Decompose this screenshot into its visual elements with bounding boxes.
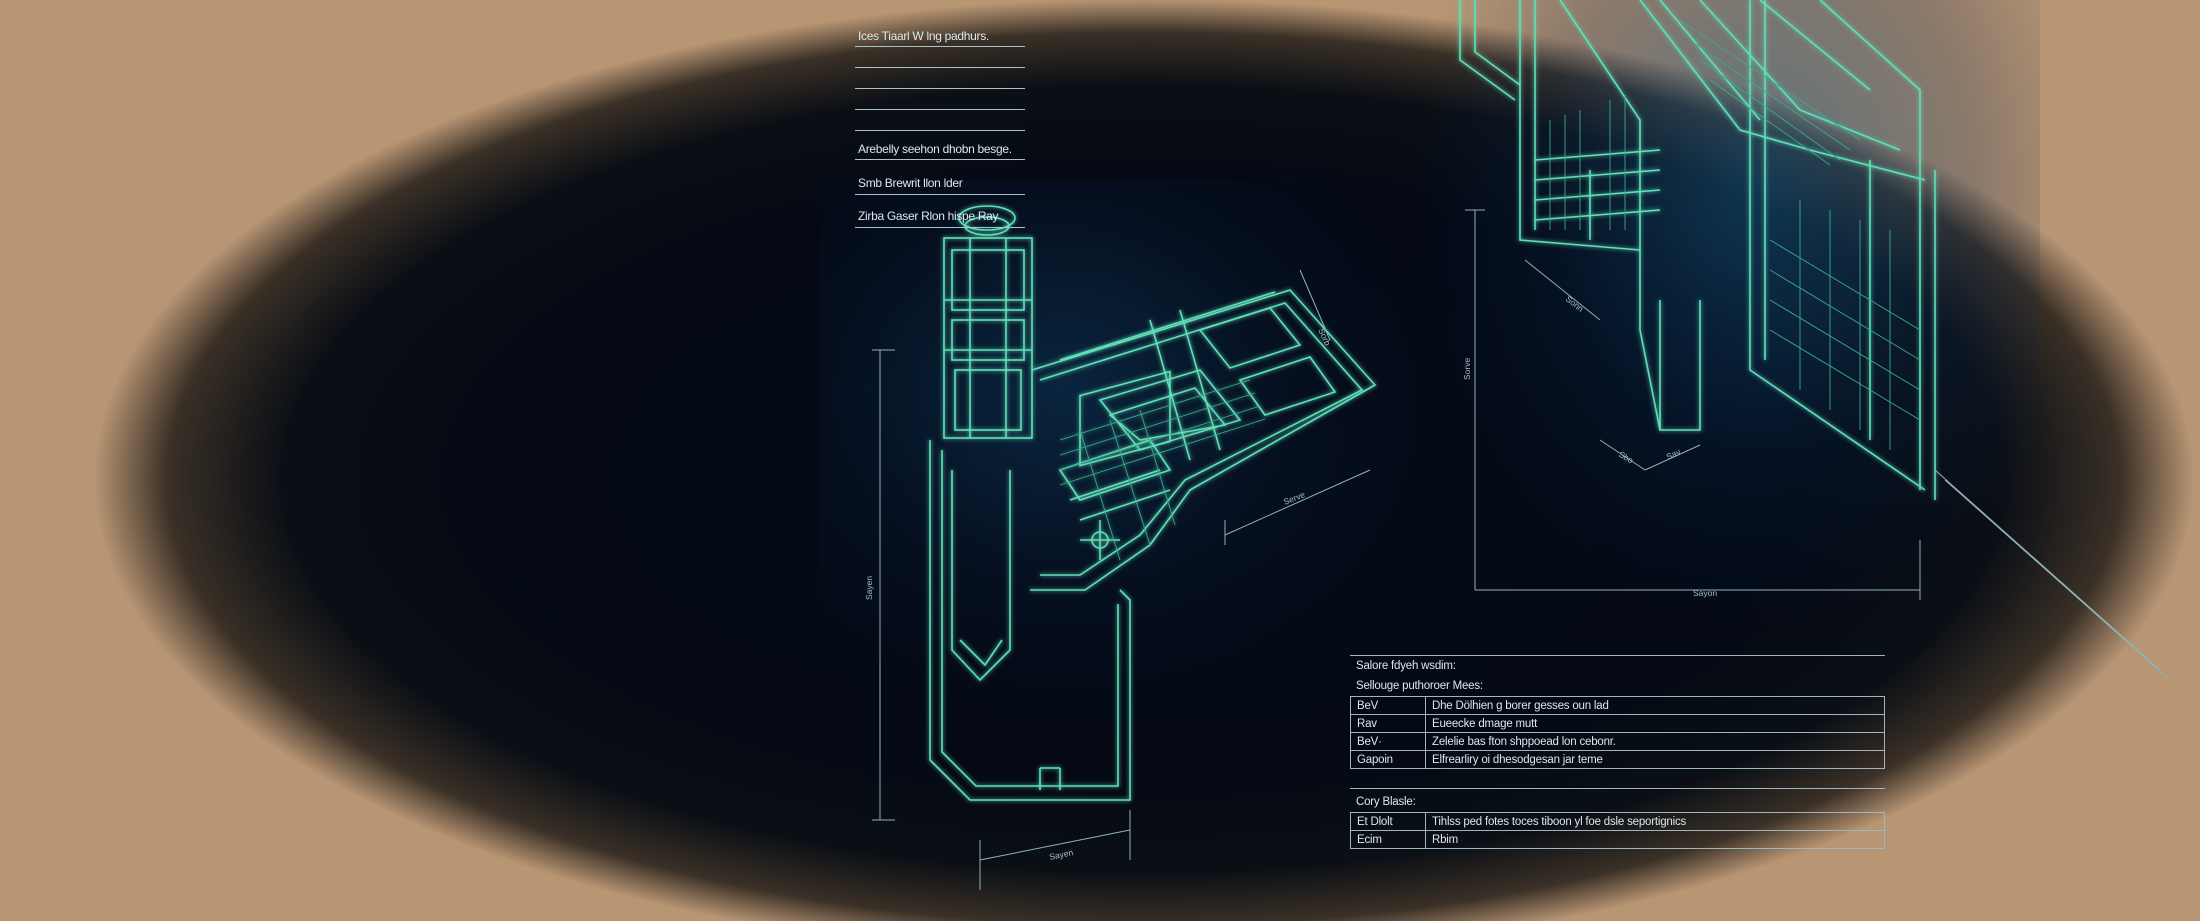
left-dimensions (872, 269, 1371, 890)
column-body (929, 440, 1131, 801)
table-row: BeV Dhe Dölhien g borer gesses oun lad (1350, 696, 1885, 715)
revision-code: Gapoin (1350, 750, 1426, 769)
revision-desc: Eueecke dmage mutt (1425, 714, 1885, 733)
revision-table: BeV Dhe Dölhien g borer gesses oun lad R… (1350, 696, 1885, 769)
dim-right-diag: Sonn (1564, 294, 1586, 314)
dim-left-base: Sayen (1048, 847, 1074, 862)
note-line: Smb Brewrit llon lder (855, 172, 1025, 195)
table-row: Gapoin Elfrearliry oi dhesodgesan jar te… (1350, 750, 1885, 769)
table-row: Rav Eueecke dmage mutt (1350, 714, 1885, 733)
table-row: Ecim Rbim (1350, 830, 1885, 849)
glow-right (1420, 0, 2040, 620)
note-line (855, 110, 1025, 131)
right-dimensions (1465, 209, 2171, 681)
revision-code: BeV (1350, 696, 1426, 715)
dim-stem-b: Sav (1665, 446, 1683, 462)
revision-code: Rav (1350, 714, 1426, 733)
blade-code: Et Dlolt (1350, 812, 1426, 831)
note-line: Arebelly seehon dhobn besge. (855, 131, 1025, 160)
note-line: Zirba Gaser Rlon hispe Ray (855, 205, 1025, 228)
arm-housing (1030, 289, 1377, 591)
table-row: Et Dlolt Tihlss ped fotes toces tiboon y… (1350, 812, 1885, 831)
note-line (855, 47, 1025, 68)
right-grid (1549, 19, 1921, 450)
revision-subtitle: Sellouge puthoroer Mees: (1356, 680, 1483, 692)
left-machine (929, 205, 1377, 801)
dim-right-height: Sorve (1462, 358, 1472, 380)
arm-grid (1059, 379, 1266, 561)
table-row: BeV· Zelelie bas fton shppoead lon cebon… (1350, 732, 1885, 751)
dim-right-base: Sayon (1693, 588, 1717, 598)
note-line (855, 68, 1025, 89)
note-line (855, 195, 1025, 205)
revision-title: Salore fdyeh wsdim: (1356, 660, 1456, 672)
blade-code: Ecim (1350, 830, 1426, 849)
blade-title: Cory Blasle: (1356, 796, 1416, 808)
revision-desc: Zelelie bas fton shppoead lon cebonr. (1425, 732, 1885, 751)
tower (943, 205, 1033, 439)
note-line (855, 89, 1025, 110)
blade-desc: Tihlss ped fotes toces tiboon yl foe dsl… (1425, 812, 1885, 831)
dim-arm-rise: Sorb (1316, 327, 1333, 348)
revision-desc: Dhe Dölhien g borer gesses oun lad (1425, 696, 1885, 715)
right-structure (1459, 0, 1936, 500)
note-line (855, 160, 1025, 172)
dim-stem-a: Sbo (1617, 449, 1635, 465)
blade-table: Et Dlolt Tihlss ped fotes toces tiboon y… (1350, 812, 1885, 849)
glow-left (820, 180, 1420, 700)
dim-left-height: Sayen (864, 576, 874, 600)
notes-block: Ices Tiaarl W lng padhurs. Arebelly seeh… (855, 26, 1025, 228)
blade-desc: Rbim (1425, 830, 1885, 849)
revision-desc: Elfrearliry oi dhesodgesan jar teme (1425, 750, 1885, 769)
revision-code: BeV· (1350, 732, 1426, 751)
revision-panel: Salore fdyeh wsdim: Sellouge puthoroer M… (1350, 655, 1885, 769)
blade-panel: Cory Blasle: Et Dlolt Tihlss ped fotes t… (1350, 788, 1885, 849)
note-line: Ices Tiaarl W lng padhurs. (855, 26, 1025, 47)
